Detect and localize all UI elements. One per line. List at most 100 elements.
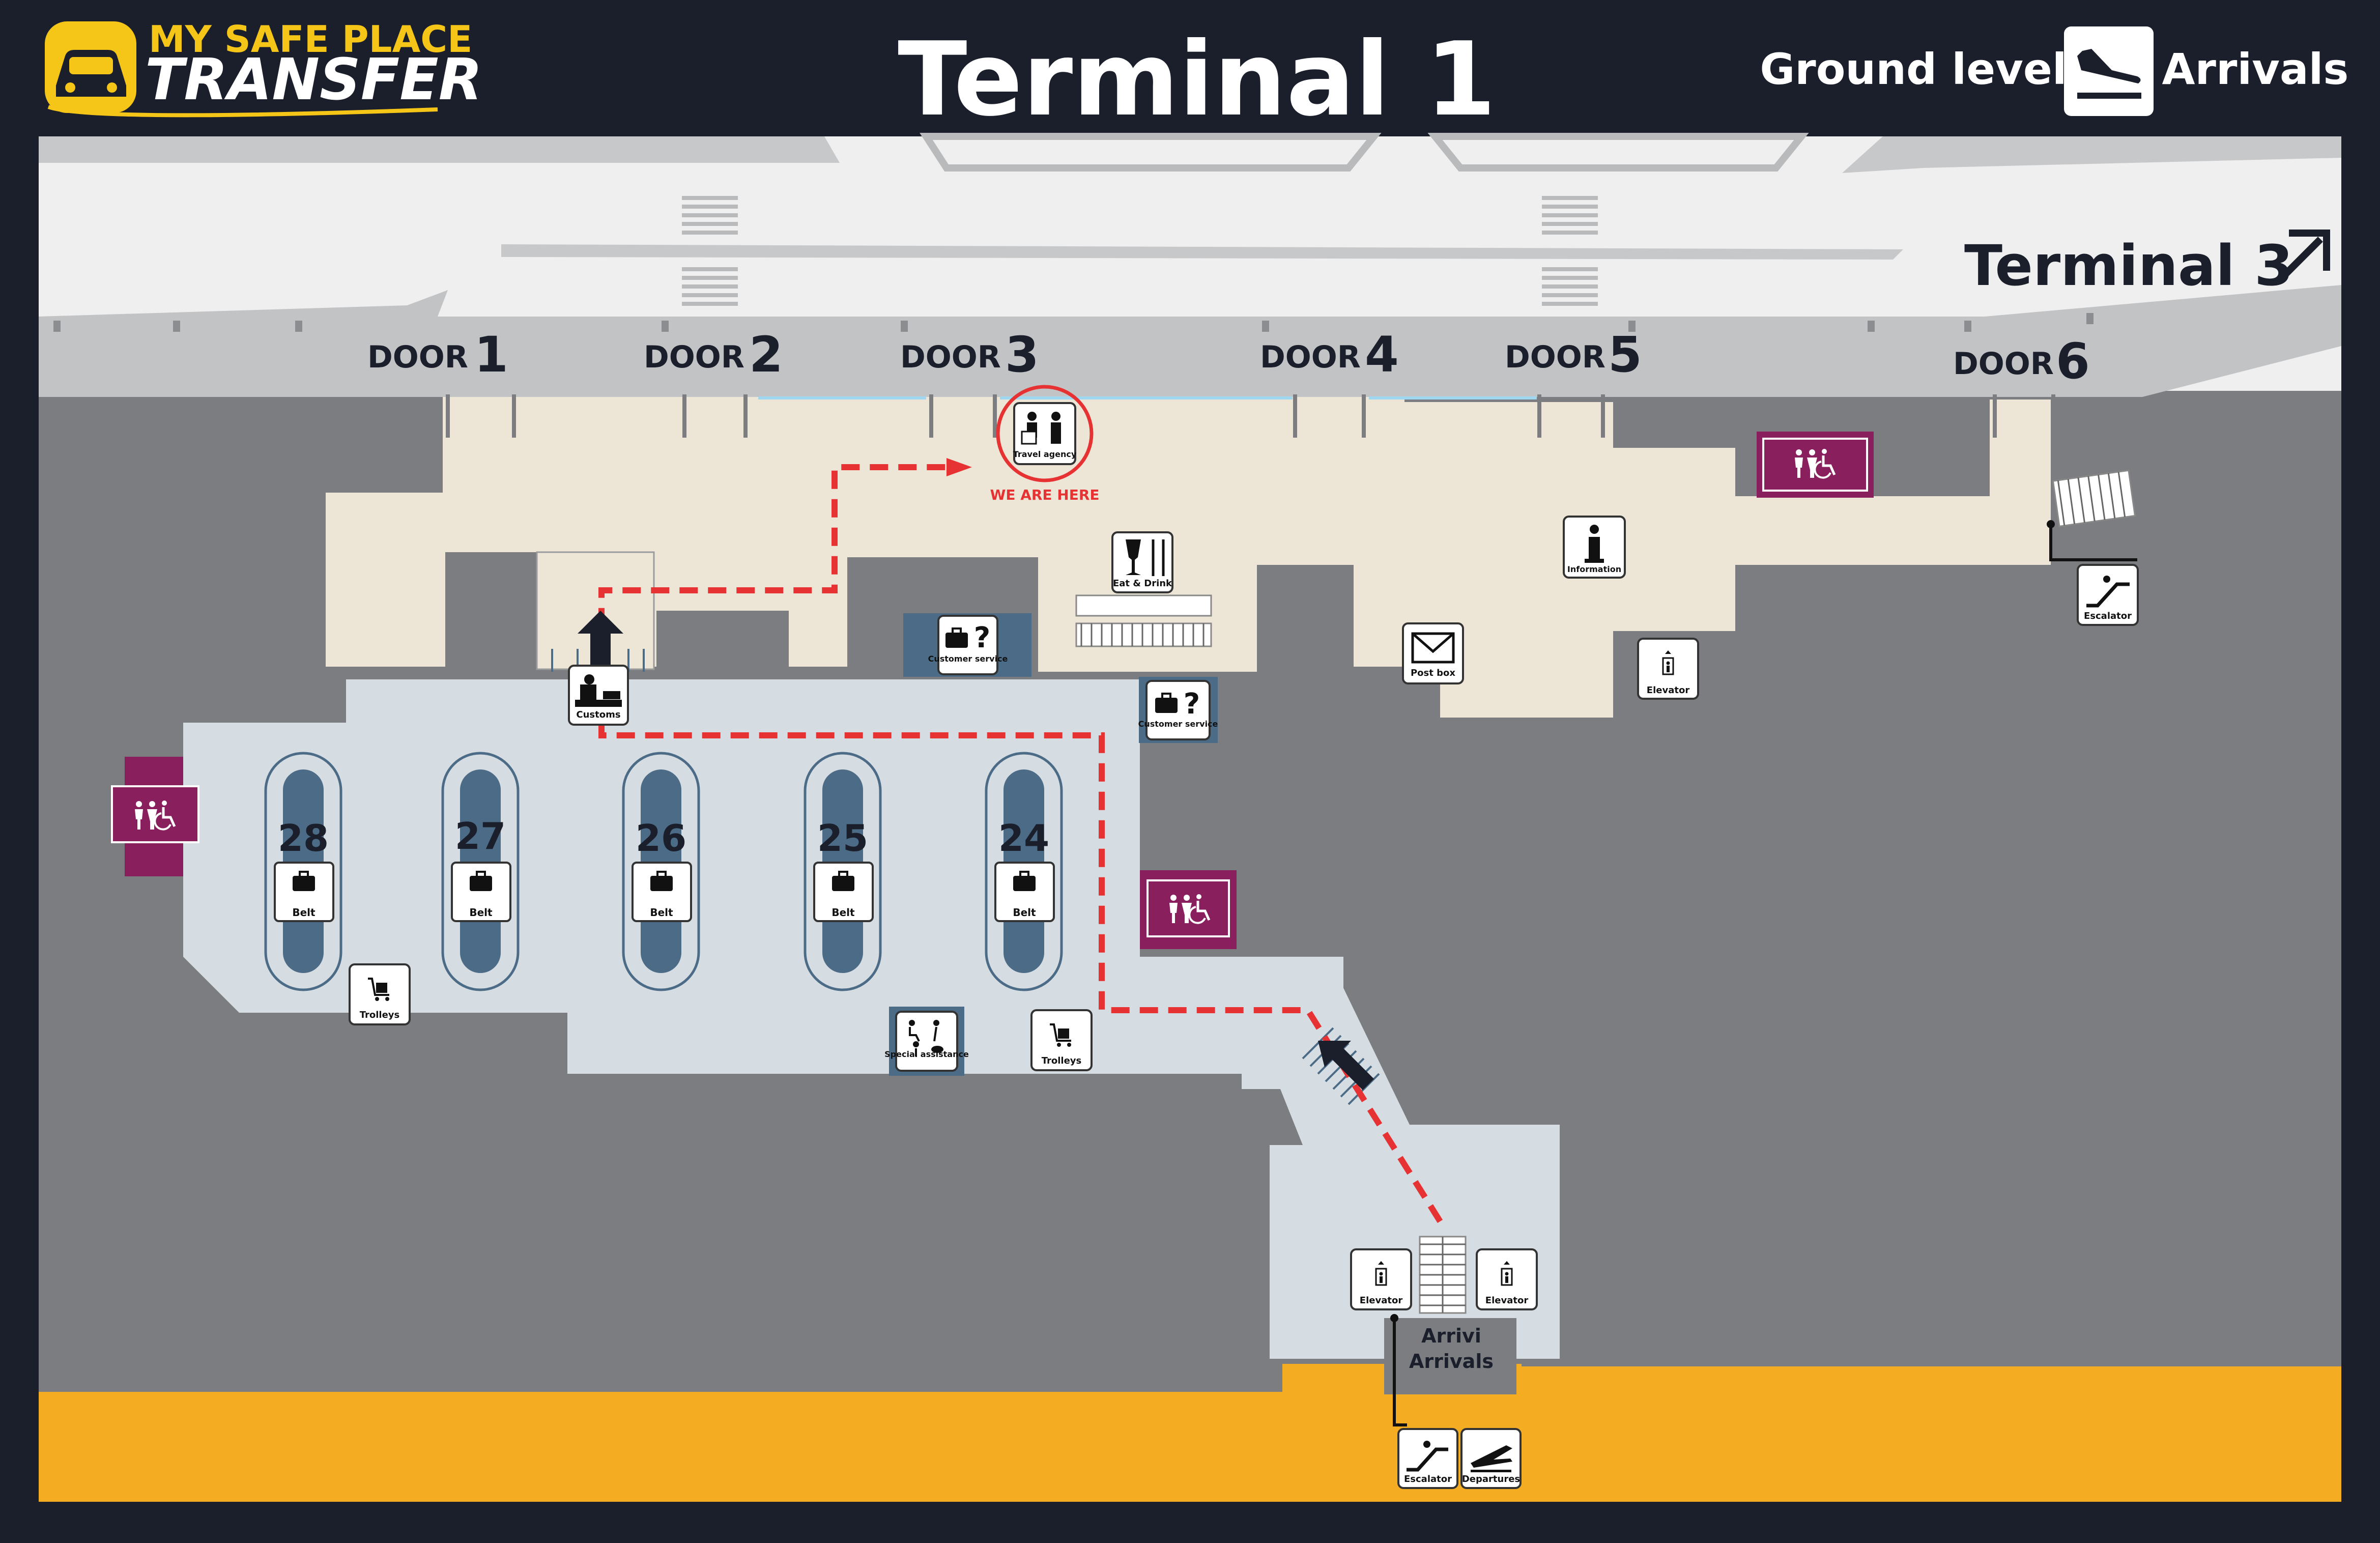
svg-text:Customer service: Customer service bbox=[1138, 719, 1218, 729]
arrow-upleft-icon bbox=[1318, 1041, 1374, 1090]
belt-number: 25 bbox=[817, 817, 868, 860]
eat-drink-icon: Eat & Drink bbox=[1111, 531, 1173, 593]
door-label: DOOR 2 bbox=[644, 326, 783, 383]
svg-text:Belt: Belt bbox=[831, 906, 855, 919]
trolleys-icon: Trolleys bbox=[349, 963, 411, 1025]
belt-icon: Belt bbox=[813, 862, 874, 922]
belt-icon: Belt bbox=[274, 862, 334, 922]
belt-number: 24 bbox=[998, 817, 1049, 860]
svg-text:Belt: Belt bbox=[292, 906, 316, 919]
svg-text:Post box: Post box bbox=[1411, 668, 1455, 678]
svg-text:Elevator: Elevator bbox=[1360, 1295, 1403, 1306]
restroom-left bbox=[111, 757, 199, 876]
travel-agency-icon: Travel agency bbox=[996, 385, 1094, 482]
belt-number: 28 bbox=[278, 817, 329, 860]
svg-text:Trolleys: Trolleys bbox=[1042, 1055, 1082, 1066]
brand-logo: MY SAFE PLACE TRANSFER bbox=[45, 18, 482, 118]
escalator-landside bbox=[1075, 594, 1212, 647]
svg-text:Trolleys: Trolleys bbox=[360, 1010, 400, 1020]
customer-service-icon: ? Customer service bbox=[1138, 677, 1218, 743]
svg-text:DOOR: DOOR bbox=[1260, 339, 1361, 375]
svg-text:Belt: Belt bbox=[1013, 906, 1036, 919]
road-island-5 bbox=[501, 244, 1903, 260]
customs-icon: Customs bbox=[568, 665, 629, 726]
svg-text:?: ? bbox=[1184, 688, 1200, 721]
elevator-icon: Elevator bbox=[1637, 638, 1699, 700]
arrow-upright-icon bbox=[2277, 230, 2330, 282]
road-island-3 bbox=[1427, 133, 1809, 172]
door-label: DOOR 4 bbox=[1260, 326, 1399, 383]
elevator-icon: Elevator bbox=[1350, 1248, 1412, 1310]
escalator-door6 bbox=[2052, 469, 2136, 527]
svg-text:?: ? bbox=[974, 621, 990, 654]
svg-text:DOOR: DOOR bbox=[1953, 346, 2054, 382]
page-title: Terminal 1 bbox=[898, 20, 1496, 139]
svg-text:Customer service: Customer service bbox=[928, 654, 1008, 664]
svg-text:TRANSFER: TRANSFER bbox=[145, 47, 482, 113]
arrivals-label-it: Arrivi bbox=[1421, 1325, 1481, 1347]
curbside bbox=[39, 285, 2341, 397]
svg-text:Travel agency: Travel agency bbox=[1013, 449, 1077, 459]
level-label: Ground level bbox=[1760, 44, 2067, 94]
svg-text:Eat & Drink: Eat & Drink bbox=[1113, 578, 1172, 589]
svg-text:Special assistance: Special assistance bbox=[884, 1049, 969, 1059]
svg-text:Escalator: Escalator bbox=[1404, 1474, 1452, 1484]
svg-text:6: 6 bbox=[2056, 333, 2090, 390]
belt-number: 26 bbox=[636, 817, 686, 860]
door-label: DOOR 1 bbox=[367, 326, 508, 383]
svg-text:Departures: Departures bbox=[1462, 1474, 1520, 1484]
route-path bbox=[598, 464, 1443, 1223]
route-arrowhead bbox=[947, 458, 972, 476]
door-label: DOOR 6 bbox=[1953, 333, 2090, 390]
bollards bbox=[53, 313, 2094, 332]
svg-text:4: 4 bbox=[1365, 326, 1399, 383]
you-are-here-label: WE ARE HERE bbox=[990, 487, 1099, 503]
door-label: DOOR 3 bbox=[900, 326, 1039, 383]
door-frames bbox=[446, 394, 2055, 438]
restroom-right bbox=[1757, 432, 1874, 498]
svg-text:Belt: Belt bbox=[650, 906, 673, 919]
customer-service-icon: ? Customer service bbox=[903, 613, 1031, 677]
restroom-center bbox=[1140, 870, 1237, 949]
belt-number: 27 bbox=[455, 815, 506, 858]
svg-text:DOOR: DOOR bbox=[644, 339, 744, 375]
svg-text:MY SAFE PLACE: MY SAFE PLACE bbox=[149, 18, 472, 61]
road-island-1 bbox=[39, 136, 840, 163]
escalator-arrivals bbox=[1419, 1236, 1467, 1314]
door-label: DOOR 5 bbox=[1505, 326, 1642, 383]
departures-icon: Departures bbox=[1460, 1428, 1522, 1489]
svg-text:1: 1 bbox=[474, 326, 508, 383]
arrow-up-icon bbox=[578, 611, 623, 667]
belt-icon: Belt bbox=[994, 862, 1055, 922]
escalator-icon: Escalator bbox=[2077, 564, 2139, 626]
elevator-icon: Elevator bbox=[1476, 1248, 1538, 1310]
svg-text:Escalator: Escalator bbox=[2084, 611, 2132, 621]
svg-text:Information: Information bbox=[1567, 564, 1621, 574]
svg-text:Belt: Belt bbox=[469, 906, 493, 919]
belt-icon: Belt bbox=[451, 862, 511, 922]
svg-text:Elevator: Elevator bbox=[1485, 1295, 1529, 1306]
svg-text:DOOR: DOOR bbox=[1505, 339, 1605, 375]
terminal-3-label: Terminal 3 bbox=[1964, 233, 2293, 298]
special-assistance-icon: Special assistance bbox=[884, 1007, 969, 1076]
svg-text:DOOR: DOOR bbox=[367, 339, 468, 375]
escalator-icon: Escalator bbox=[1397, 1428, 1458, 1489]
mode-label: Arrivals bbox=[2162, 44, 2349, 94]
svg-text:DOOR: DOOR bbox=[900, 339, 1001, 375]
post-box-icon: Post box bbox=[1402, 622, 1464, 684]
apron bbox=[39, 1364, 2341, 1502]
belt-icon: Belt bbox=[632, 862, 692, 922]
svg-text:Elevator: Elevator bbox=[1647, 685, 1690, 696]
svg-text:Customs: Customs bbox=[576, 709, 620, 720]
crosswalks bbox=[682, 196, 1598, 306]
svg-text:3: 3 bbox=[1005, 326, 1039, 383]
arrivals-icon bbox=[2064, 26, 2154, 116]
road-island-4 bbox=[1842, 136, 2341, 173]
information-icon: Information bbox=[1563, 516, 1626, 579]
arrivals-label-en: Arrivals bbox=[1409, 1350, 1494, 1373]
svg-text:2: 2 bbox=[749, 326, 783, 383]
svg-text:5: 5 bbox=[1608, 326, 1642, 383]
road-island-2 bbox=[920, 133, 1382, 172]
trolleys-icon: Trolleys bbox=[1030, 1009, 1093, 1071]
